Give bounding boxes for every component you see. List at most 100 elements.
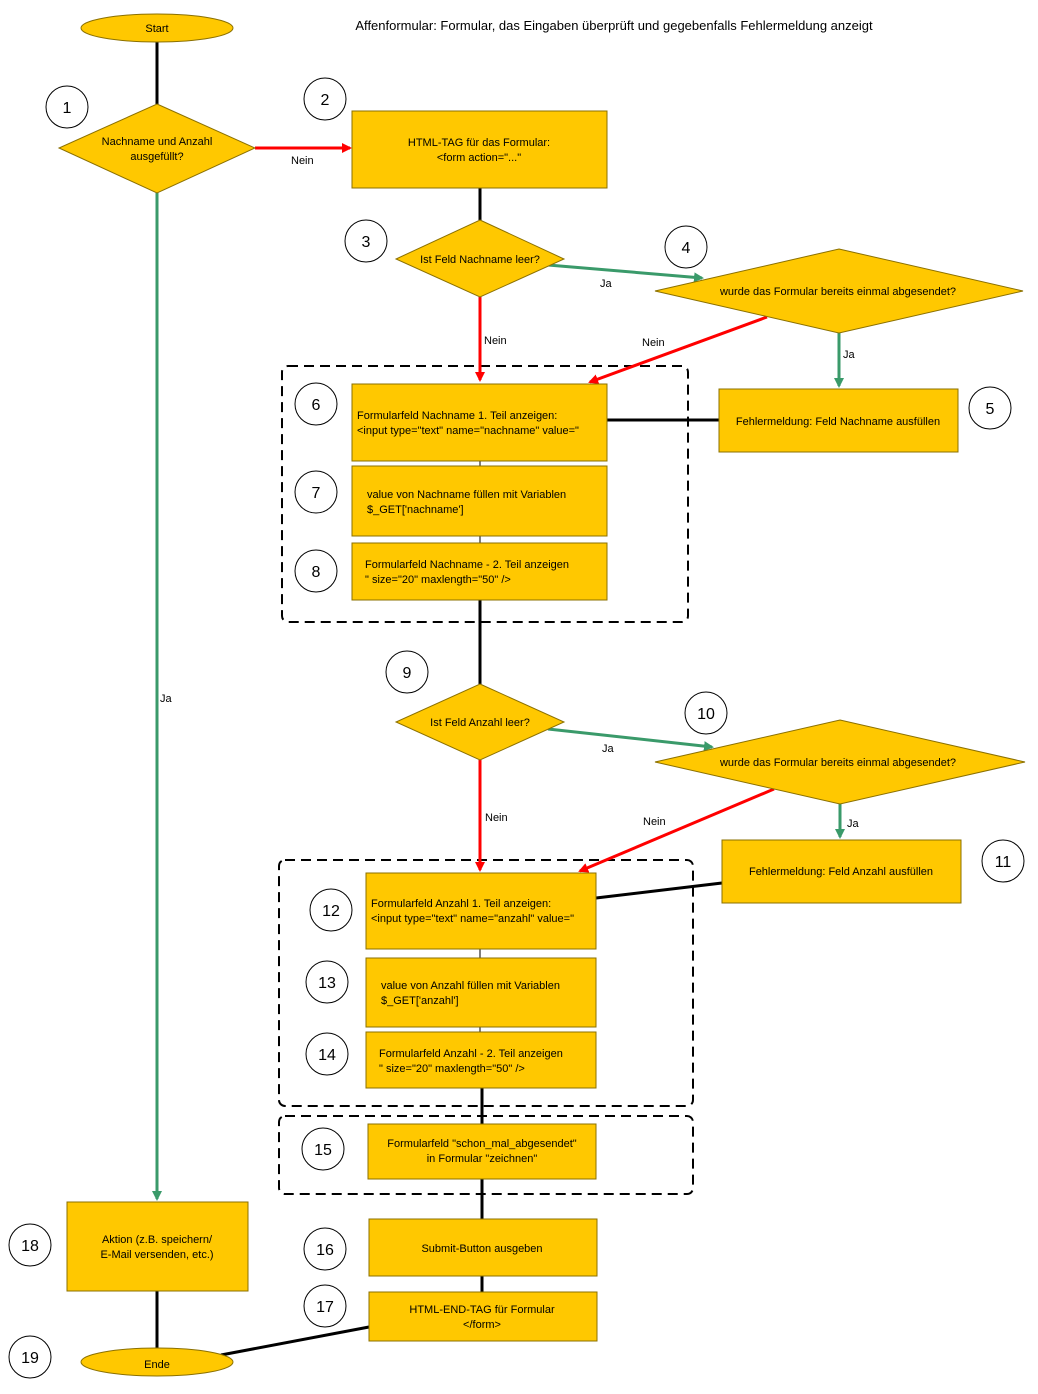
node-text-b15: Formularfeld "schon_mal_abgesendet"in Fo… [387, 1138, 577, 1165]
node-text-line: HTML-TAG für das Formular: [408, 137, 550, 149]
node-text-line: Fehlermeldung: Feld Anzahl ausfüllen [749, 866, 933, 878]
step-number-label: 12 [322, 903, 340, 920]
step-circle [303, 77, 347, 121]
process-18-shape [66, 1201, 249, 1292]
step-circle [8, 1335, 52, 1379]
label-d3-nein: Nein [484, 335, 507, 347]
step-number-12: 12 [309, 888, 353, 932]
node-text-b11: Fehlermeldung: Feld Anzahl ausfüllen [749, 866, 933, 878]
node-text-b2: HTML-TAG für das Formular: <form action="… [408, 137, 550, 164]
node-text-line: " size="20" maxlength="50" /> [365, 574, 511, 586]
step-circle [294, 382, 338, 426]
node-text-line: Ist Feld Anzahl leer? [430, 717, 530, 729]
step-number-label: 9 [403, 665, 412, 682]
label-d9-ja: Ja [602, 743, 615, 755]
step-circle [684, 691, 728, 735]
node-text-line: HTML-END-TAG für Formular [409, 1304, 555, 1316]
node-text-line: Ende [144, 1359, 170, 1371]
step-number-label: 18 [21, 1238, 39, 1255]
group-hidden-field [278, 1115, 694, 1195]
step-number-19: 19 [8, 1335, 52, 1379]
step-number-16: 16 [303, 1227, 347, 1271]
node-text-start: Start [145, 23, 168, 35]
node-text-line: Start [145, 23, 168, 35]
node-text-line: value von Anzahl füllen mit Variablen [381, 980, 560, 992]
step-circle [301, 1127, 345, 1171]
step-number-5: 5 [968, 386, 1012, 430]
node-text-line: in Formular "zeichnen" [427, 1153, 538, 1165]
step-number-label: 17 [316, 1299, 334, 1316]
step-number-10: 10 [684, 691, 728, 735]
decision-9-shape [394, 683, 566, 761]
decision-1-shape [57, 103, 257, 194]
edge-b17-end [220, 1325, 370, 1357]
step-circle [305, 960, 349, 1004]
node-text-line: Formularfeld Nachname 1. Teil anzeigen: [357, 410, 557, 422]
process-6-shape [351, 383, 608, 462]
node-text-line: " size="20" maxlength="50" /> [379, 1063, 525, 1075]
node-text-line: Formularfeld Anzahl - 2. Teil anzeigen [379, 1048, 563, 1060]
node-text-b18: Aktion (z.B. speichern/E-Mail versenden,… [100, 1234, 213, 1261]
connectors [152, 40, 845, 1357]
node-text-line: ausgefüllt? [130, 151, 183, 163]
step-number-4: 4 [664, 225, 708, 269]
node-text-line: $_GET['nachname'] [367, 504, 464, 516]
nodes [57, 13, 1026, 1377]
process-17-shape [368, 1291, 598, 1342]
node-text-line: E-Mail versenden, etc.) [100, 1249, 213, 1261]
decision-3-shape [394, 219, 566, 298]
diagram-title: Affenformular: Formular, das Eingaben üb… [355, 18, 873, 33]
step-number-15: 15 [301, 1127, 345, 1171]
step-number-6: 6 [294, 382, 338, 426]
arrow-d4-b6 [588, 315, 768, 384]
node-text-line: <input type="text" name="anzahl" value=" [371, 913, 574, 925]
step-circle [981, 839, 1025, 883]
step-number-3: 3 [344, 219, 388, 263]
edge-labels: Nein Ja Ja Nein Nein Ja Ja Nein Nein Ja [160, 155, 860, 830]
step-number-9: 9 [385, 650, 429, 694]
step-circle [303, 1284, 347, 1328]
node-text-line: Submit-Button ausgeben [421, 1243, 542, 1255]
node-text-line: <form action="..." [437, 152, 521, 164]
step-circle [344, 219, 388, 263]
node-text-d3: Ist Feld Nachname leer? [420, 254, 540, 266]
step-number-label: 5 [986, 401, 995, 418]
node-text-b7: value von Nachname füllen mit Variablen$… [367, 489, 566, 516]
arrow-d9-d10 [547, 727, 714, 752]
step-circle [968, 386, 1012, 430]
end-terminal [80, 1347, 234, 1377]
process-15-shape [367, 1123, 597, 1180]
node-text-b8: Formularfeld Nachname - 2. Teil anzeigen… [365, 559, 569, 586]
step-number-2: 2 [303, 77, 347, 121]
node-text-end: Ende [144, 1359, 170, 1371]
edge-b12-b11 [595, 881, 723, 900]
label-d1-nein: Nein [291, 155, 314, 167]
process-7-shape [351, 465, 608, 537]
step-number-18: 18 [8, 1223, 52, 1267]
node-text-b12: Formularfeld Anzahl 1. Teil anzeigen: <in… [371, 898, 574, 925]
node-text-line: Formularfeld "schon_mal_abgesendet" [387, 1138, 577, 1150]
node-text-d9: Ist Feld Anzahl leer? [430, 717, 530, 729]
node-text-line: </form> [463, 1319, 501, 1331]
step-number-label: 2 [321, 92, 330, 109]
node-text-line: Nachname und Anzahl [102, 136, 213, 148]
node-text-b6: Formularfeld Nachname 1. Teil anzeigen:<… [357, 410, 579, 437]
node-text-line: Formularfeld Anzahl 1. Teil anzeigen: [371, 898, 551, 910]
step-number-label: 15 [314, 1142, 332, 1159]
label-d10-ja: Ja [847, 818, 860, 830]
step-number-14: 14 [305, 1032, 349, 1076]
decision-10-shape [654, 719, 1026, 805]
node-text-line: Formularfeld Nachname - 2. Teil anzeigen [365, 559, 569, 571]
step-circle [309, 888, 353, 932]
step-number-label: 1 [63, 100, 72, 117]
step-number-label: 16 [316, 1242, 334, 1259]
node-text-line: Ist Feld Nachname leer? [420, 254, 540, 266]
step-circle [294, 549, 338, 593]
step-circle [664, 225, 708, 269]
step-circle [305, 1032, 349, 1076]
label-d9-nein: Nein [485, 812, 508, 824]
process-14-shape [365, 1031, 597, 1089]
